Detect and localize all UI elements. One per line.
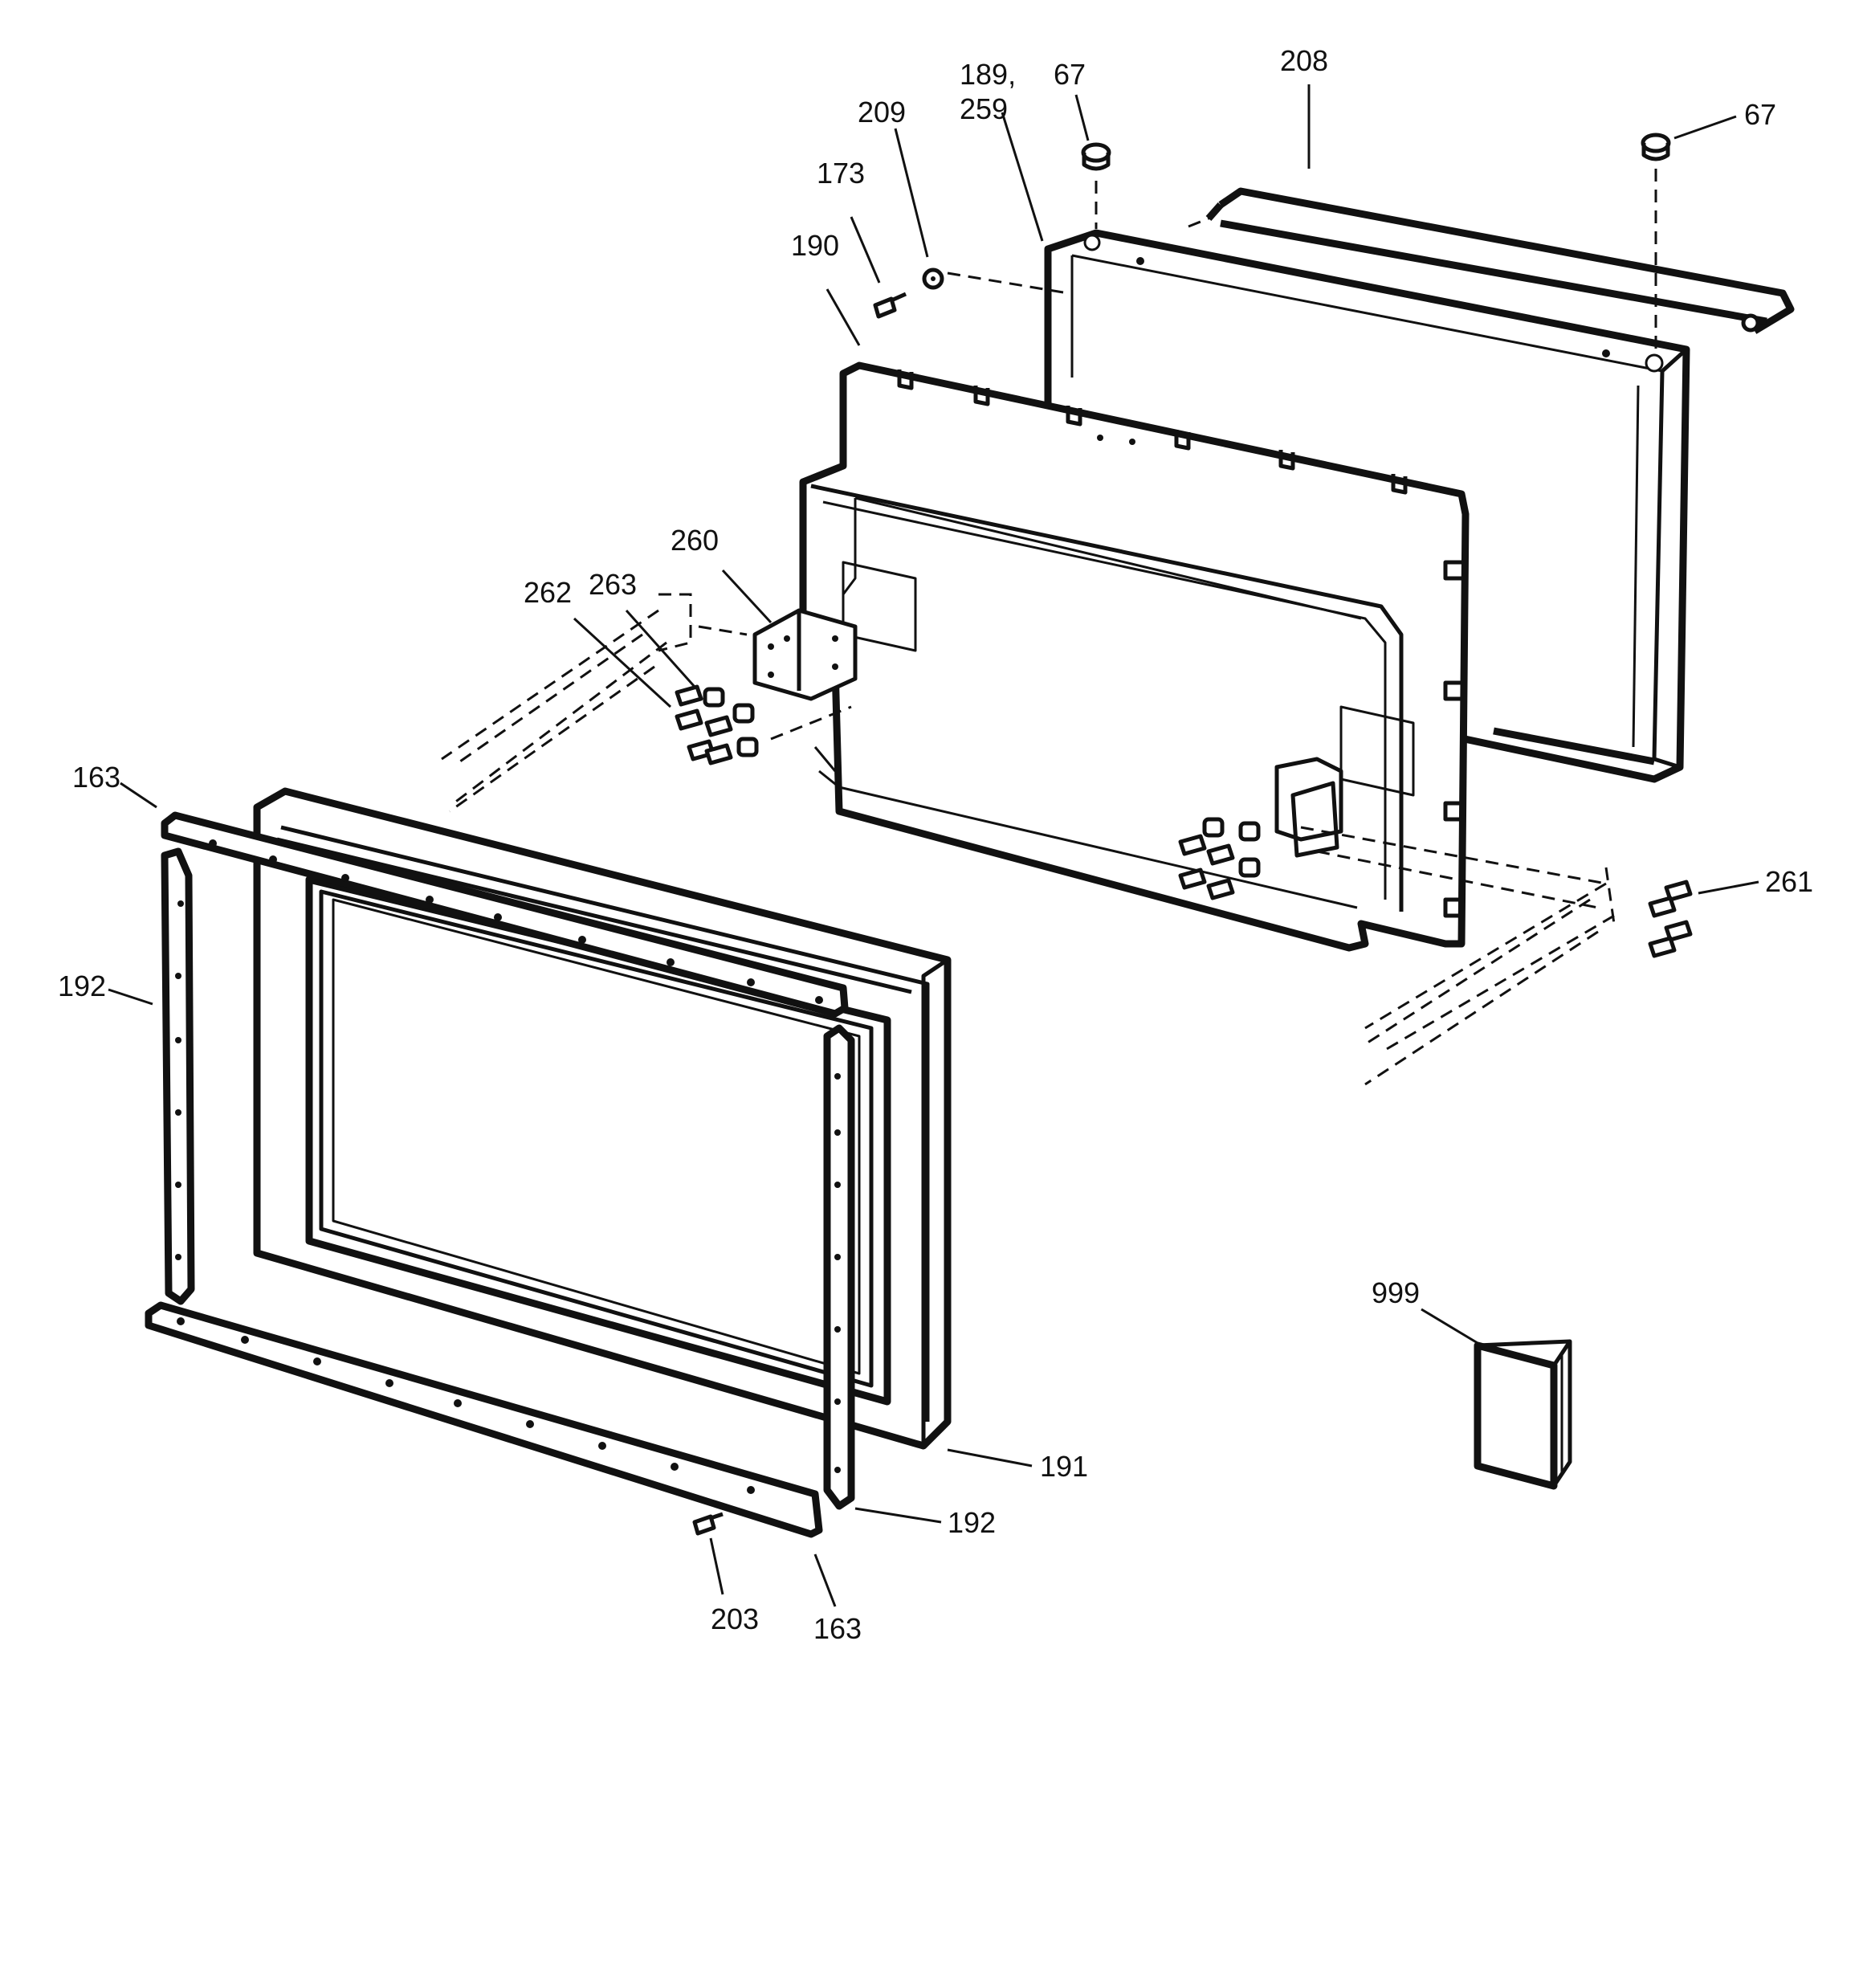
retainer-strip-right	[823, 1024, 855, 1510]
screw-set-261	[1648, 880, 1693, 958]
hinge-pin-right	[1300, 826, 1616, 1086]
handle-bar	[1188, 187, 1795, 334]
hinge-bracket-left	[752, 608, 858, 701]
callout-192-right: 192	[948, 1506, 996, 1539]
callout-163-top: 163	[72, 761, 120, 794]
callout-190: 190	[791, 229, 839, 262]
callout-259: 259	[960, 92, 1008, 125]
retainer-strip-left	[161, 847, 195, 1305]
callout-260: 260	[671, 524, 719, 557]
callout-263: 263	[589, 568, 637, 601]
end-cap-left	[1081, 142, 1111, 229]
callout-163-bottom: 163	[813, 1612, 862, 1645]
callout-173: 173	[817, 157, 865, 190]
callout-192-left: 192	[58, 970, 106, 1002]
owners-manual	[1474, 1339, 1572, 1490]
hinge-bracket-right	[1274, 757, 1343, 858]
fastener-group-right	[1178, 817, 1261, 900]
callout-67-left: 67	[1054, 58, 1086, 91]
retainer-strip-bottom	[145, 1301, 823, 1538]
callout-189: 189,	[960, 58, 1016, 91]
fastener-group-left	[675, 684, 759, 765]
screw-173	[873, 292, 907, 319]
end-cap-right	[1641, 133, 1671, 353]
callout-67-right: 67	[1744, 98, 1776, 131]
callout-999: 999	[1372, 1276, 1420, 1309]
callout-191: 191	[1040, 1450, 1088, 1483]
callout-261: 261	[1765, 865, 1813, 898]
callout-262: 262	[524, 576, 572, 609]
callout-labels: 189, 259 67 67 208 209 173 190 260 262 2…	[58, 44, 1813, 1645]
door-gasket	[253, 787, 952, 1450]
callout-209: 209	[858, 96, 906, 129]
callout-208: 208	[1280, 44, 1328, 77]
retainer-strip-top	[161, 811, 849, 1018]
screw-203	[692, 1512, 724, 1536]
leader-lines	[108, 84, 1759, 1607]
callout-203: 203	[711, 1602, 759, 1635]
washer-209	[922, 267, 1069, 295]
